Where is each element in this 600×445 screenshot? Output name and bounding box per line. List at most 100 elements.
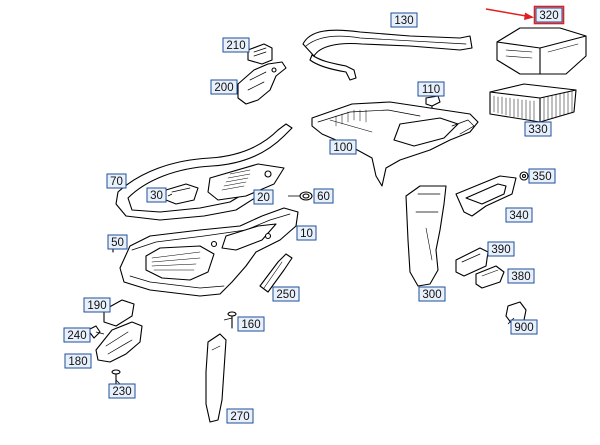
part-label-50[interactable]: 50 [107, 234, 128, 250]
part-label-350[interactable]: 350 [528, 168, 556, 184]
part-label-70[interactable]: 70 [106, 173, 127, 189]
part-label-box[interactable] [510, 319, 538, 335]
part-label-text: 320 [539, 10, 558, 22]
part-label-box[interactable] [63, 327, 91, 343]
part-label-text: 30 [150, 190, 163, 202]
part-label-box[interactable] [528, 168, 556, 184]
bracket-210 [248, 44, 272, 64]
part-label-text: 200 [214, 82, 233, 94]
part-label-box[interactable] [108, 383, 136, 399]
part-label-100[interactable]: 100 [329, 139, 357, 155]
part-label-text: 900 [514, 322, 533, 334]
part-label-text: 380 [511, 271, 530, 283]
seal-70 [116, 124, 292, 220]
part-label-box[interactable] [417, 81, 445, 97]
part-label-110[interactable]: 110 [417, 81, 445, 97]
part-label-160[interactable]: 160 [237, 316, 265, 332]
part-label-box[interactable] [210, 79, 238, 95]
part-label-240[interactable]: 240 [63, 327, 91, 343]
part-label-180[interactable]: 180 [64, 353, 92, 369]
part-label-text: 230 [112, 386, 131, 398]
part-label-box[interactable] [296, 225, 317, 241]
part-label-box[interactable] [313, 188, 334, 204]
part-label-200[interactable]: 200 [210, 79, 238, 95]
part-label-390[interactable]: 390 [487, 241, 515, 257]
part-label-text: 300 [422, 289, 441, 301]
part-label-text: 100 [333, 142, 352, 154]
bracket-270 [206, 334, 226, 422]
part-label-330[interactable]: 330 [524, 121, 552, 137]
part-label-box[interactable] [83, 297, 111, 313]
support-180 [96, 322, 142, 362]
part-label-box[interactable] [390, 12, 418, 28]
part-label-box[interactable] [146, 187, 167, 203]
screw-230 [112, 370, 120, 384]
part-label-text: 110 [422, 84, 440, 96]
part-label-text: 10 [300, 228, 313, 240]
part-label-30[interactable]: 30 [146, 187, 167, 203]
part-label-text: 340 [509, 210, 528, 222]
part-label-text: 130 [394, 15, 413, 27]
part-label-900[interactable]: 900 [510, 319, 538, 335]
cabin-filter-330 [490, 84, 576, 122]
part-label-box[interactable] [222, 37, 250, 53]
bracket-200 [238, 62, 286, 104]
part-label-text: 60 [317, 191, 330, 203]
part-label-20[interactable]: 20 [253, 189, 274, 205]
part-label-box[interactable] [524, 121, 552, 137]
part-label-box[interactable] [106, 173, 127, 189]
part-label-text: 210 [226, 40, 245, 52]
part-label-text: 190 [87, 300, 106, 312]
part-label-340[interactable]: 340 [505, 207, 533, 223]
part-label-box[interactable] [507, 268, 535, 284]
part-label-text: 330 [528, 124, 547, 136]
part-label-250[interactable]: 250 [272, 286, 300, 302]
part-label-box[interactable] [64, 353, 92, 369]
part-label-box[interactable] [272, 286, 300, 302]
part-label-box[interactable] [535, 7, 563, 23]
part-label-text: 240 [67, 330, 86, 342]
part-label-text: 350 [532, 171, 551, 183]
sensor-380 [476, 266, 504, 288]
part-label-box[interactable] [226, 408, 254, 424]
part-label-box[interactable] [107, 234, 128, 250]
part-label-270[interactable]: 270 [226, 408, 254, 424]
screw-160 [228, 312, 236, 328]
part-label-box[interactable] [237, 316, 265, 332]
part-label-300[interactable]: 300 [418, 286, 446, 302]
part-label-210[interactable]: 210 [222, 37, 250, 53]
piece-30 [166, 184, 198, 204]
part-label-box[interactable] [418, 286, 446, 302]
part-label-10[interactable]: 10 [296, 225, 317, 241]
bracket-390 [456, 248, 488, 276]
part-label-190[interactable]: 190 [83, 297, 111, 313]
part-label-box[interactable] [329, 139, 357, 155]
part-label-text: 250 [276, 289, 295, 301]
part-label-box[interactable] [505, 207, 533, 223]
strip-250 [260, 254, 292, 292]
highlight-arrow [485, 8, 534, 20]
part-label-box[interactable] [487, 241, 515, 257]
part-label-380[interactable]: 380 [507, 268, 535, 284]
filter-housing-320 [497, 28, 586, 74]
part-label-230[interactable]: 230 [108, 383, 136, 399]
part-label-text: 180 [68, 356, 87, 368]
panel-300 [406, 186, 446, 286]
bracket-190 [104, 300, 134, 326]
part-labels: 130 320 210 200 110 330 100 70 30 20 60 350 340 10 50 3… [63, 5, 565, 424]
part-label-text: 390 [491, 244, 510, 256]
part-label-box[interactable] [253, 189, 274, 205]
part-label-130[interactable]: 130 [390, 12, 418, 28]
part-label-320[interactable]: 320 [533, 5, 565, 25]
grommet-60 [300, 192, 312, 200]
cowl-panel-10 [120, 208, 298, 296]
highlight-box [533, 5, 565, 25]
fastener-350 [520, 172, 528, 180]
part-label-text: 160 [241, 319, 260, 331]
seal-strip-130 [303, 30, 472, 80]
part-label-text: 270 [230, 411, 249, 423]
part-label-text: 20 [257, 192, 270, 204]
part-label-60[interactable]: 60 [313, 188, 334, 204]
frame-340 [456, 176, 516, 216]
